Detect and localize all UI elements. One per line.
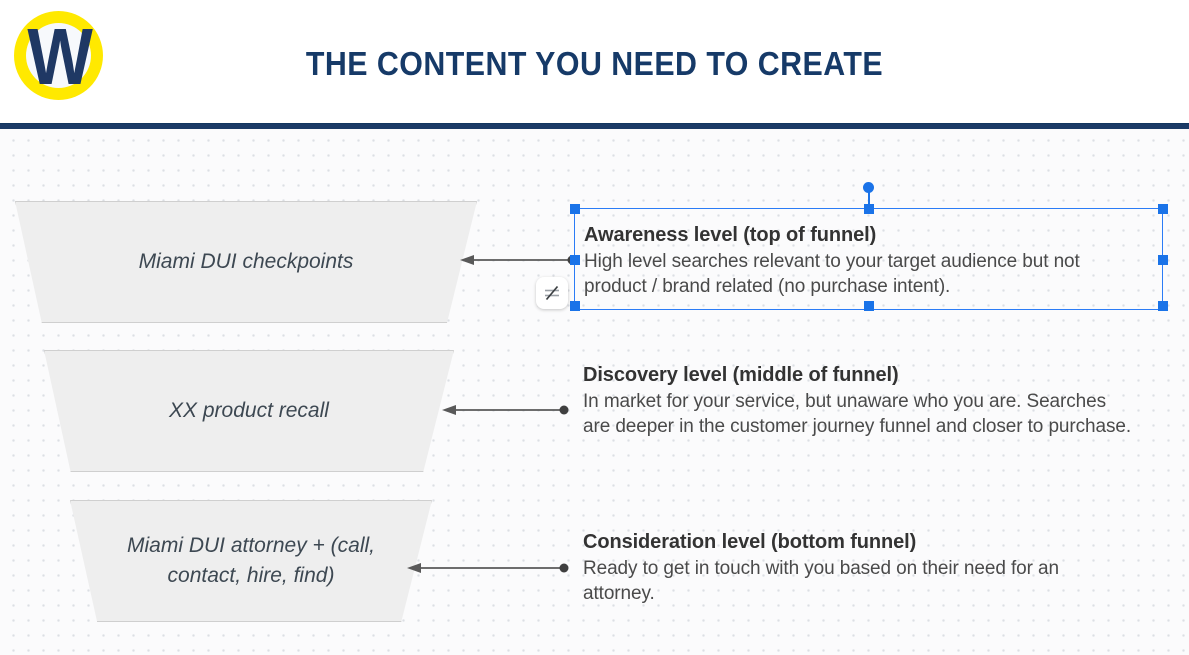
edit-waypoint-button[interactable] — [536, 277, 568, 309]
description-consideration[interactable]: Consideration level (bottom funnel) Read… — [583, 529, 1131, 606]
header-divider — [0, 123, 1189, 129]
logo-letter-w: W — [27, 11, 92, 102]
funnel-shape-label: XX product recall — [169, 399, 329, 422]
description-body: In market for your service, but unaware … — [583, 391, 1131, 437]
rotation-handle[interactable] — [863, 182, 874, 193]
funnel-shape-discovery[interactable]: XX product recall — [44, 350, 454, 472]
logo-inner-circle — [26, 23, 91, 88]
page-title: THE CONTENT YOU NEED TO CREATE — [305, 45, 884, 82]
description-title: Awareness level (top of funnel) — [584, 224, 877, 246]
funnel-shape-label: Miami DUI checkpoints — [138, 250, 354, 273]
funnel-shape-awareness[interactable]: Miami DUI checkpoints — [15, 201, 477, 323]
page-header: W THE CONTENT YOU NEED TO CREATE — [0, 0, 1189, 123]
rotation-handle-stem — [868, 190, 870, 209]
funnel-shape-label: Miami DUI attorney + (call, contact, hir… — [127, 534, 375, 587]
connector-discovery[interactable] — [437, 397, 572, 423]
description-discovery[interactable]: Discovery level (middle of funnel) In ma… — [583, 362, 1131, 439]
description-awareness[interactable]: Awareness level (top of funnel) High lev… — [584, 222, 1132, 299]
description-body: High level searches relevant to your tar… — [584, 251, 1080, 297]
description-body: Ready to get in touch with you based on … — [583, 558, 1059, 604]
description-title: Discovery level (middle of funnel) — [583, 364, 899, 386]
connector-consideration[interactable] — [402, 555, 572, 581]
connector-awareness[interactable] — [455, 247, 580, 273]
funnel-shape-consideration[interactable]: Miami DUI attorney + (call, contact, hir… — [70, 500, 432, 622]
description-title: Consideration level (bottom funnel) — [583, 531, 917, 553]
brand-logo: W — [14, 11, 103, 100]
waypoint-edit-icon — [545, 285, 559, 301]
diagram-canvas[interactable]: Miami DUI checkpoints XX product recall … — [0, 129, 1189, 655]
